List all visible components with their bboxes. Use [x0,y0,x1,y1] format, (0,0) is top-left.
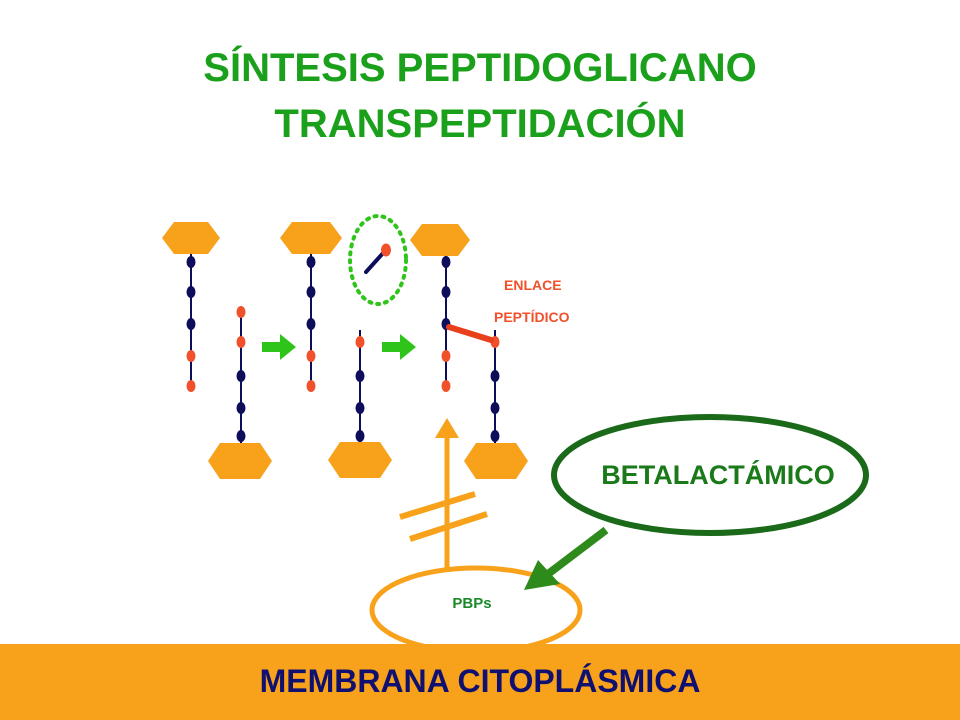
amino-acid-navy [355,370,365,382]
betalactam-label: BETALACTÁMICO [601,460,835,490]
pbp-label: PBPs [452,595,492,612]
amino-acid-red [236,336,246,348]
amino-acid-red [355,336,365,348]
stage-3-top-hexagon [410,224,470,256]
bond-label-line-2: PEPTÍDICO [494,309,570,325]
amino-acid-navy [441,256,451,268]
amino-acid-navy [490,370,500,382]
amino-acid-navy [355,430,365,442]
amino-acid-red [306,350,316,362]
betalactam-arrow [545,526,609,578]
stage-1-bottom-hexagon [208,443,272,479]
amino-acid-navy [306,256,316,268]
arrow-right-icon [382,334,416,360]
betalactam-arrow-head [524,560,560,590]
stage-2-strands [280,214,408,478]
amino-acid-navy [490,402,500,414]
title-line-2: TRANSPEPTIDACIÓN [274,102,686,146]
amino-acid-navy [306,286,316,298]
amino-acid-navy [490,430,500,442]
stage-2-bottom-hexagon [328,442,392,478]
inhibition-bar [399,491,476,520]
amino-acid-red [186,350,196,362]
stage-3-bottom-hexagon [464,443,528,479]
amino-acid-red [381,243,391,257]
amino-acid-red [236,306,246,318]
amino-acid-navy [236,430,246,442]
released-residue-circle [348,214,408,306]
pbp-arrow-head [435,418,459,438]
arrow-right-icon [262,334,296,360]
stage-2-top-hexagon [280,222,342,254]
amino-acid-navy [441,286,451,298]
betalactam-ellipse [551,414,869,536]
amino-acid-navy [186,318,196,330]
peptide-bond [446,324,494,343]
inhibition-bar [409,511,488,542]
released-bond [364,250,386,274]
stage-1-strands [162,222,272,479]
amino-acid-navy [236,370,246,382]
amino-acid-red [186,380,196,392]
membrane-label: MEMBRANA CITOPLÁSMICA [259,663,701,699]
amino-acid-red [441,350,451,362]
title-line-1: SÍNTESIS PEPTIDOGLICANO [203,46,757,90]
bond-label-line-1: ENLACE [504,277,562,293]
amino-acid-navy [186,256,196,268]
amino-acid-red [306,380,316,392]
amino-acid-navy [306,318,316,330]
amino-acid-red [441,380,451,392]
amino-acid-navy [236,402,246,414]
amino-acid-navy [355,402,365,414]
cytoplasmic-membrane [0,644,960,720]
amino-acid-navy [186,286,196,298]
stage-3-strands [410,224,528,479]
stage-1-top-hexagon [162,222,220,254]
